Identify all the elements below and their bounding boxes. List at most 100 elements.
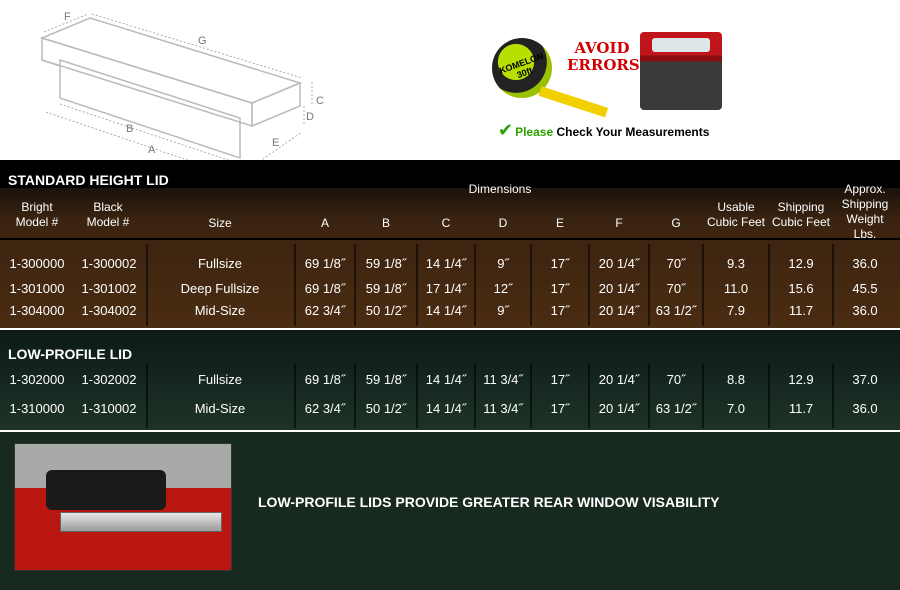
table-cell: 11.0 (723, 281, 749, 296)
table-cell: Deep Fullsize (180, 281, 260, 296)
column-separator (702, 364, 704, 428)
standard-height-table: STANDARD HEIGHT LID Dimensions Bright Mo… (0, 160, 900, 328)
toolbox-dimension-diagram: F G B A C D E (39, 11, 324, 185)
table-cell: 70˝ (666, 256, 686, 271)
header-g: G (671, 216, 681, 230)
table-cell: 59 1/8˝ (365, 256, 407, 271)
table-cell: 50 1/2˝ (365, 303, 407, 318)
column-separator (588, 364, 590, 428)
table-cell: 9˝ (497, 256, 509, 271)
table-cell: 17˝ (550, 372, 570, 387)
header-size: Size (208, 216, 232, 230)
table-cell: 12˝ (493, 281, 513, 296)
column-separator (354, 364, 356, 428)
header-e: E (555, 216, 564, 230)
table-cell: 1-310000 (9, 401, 65, 416)
table-cell: 8.8 (726, 372, 746, 387)
column-separator (648, 364, 650, 428)
table-cell: 20 1/4˝ (598, 401, 640, 416)
table-cell: 9.3 (726, 256, 746, 271)
column-separator (146, 244, 148, 326)
table-cell: 62 3/4˝ (304, 303, 346, 318)
table-cell: 50 1/2˝ (365, 401, 407, 416)
table-cell: 14 1/4˝ (425, 372, 467, 387)
table-cell: 17˝ (550, 256, 570, 271)
header-b: B (381, 216, 390, 230)
table-cell: 20 1/4˝ (598, 372, 640, 387)
column-separator (146, 364, 148, 428)
table-cell: 1-304000 (9, 303, 65, 318)
check-measurements-text: ✔Please Check Your Measurements (498, 120, 710, 140)
table-cell: 11 3/4˝ (483, 372, 523, 387)
header-shipping-cubic-feet: Shipping Cubic Feet (771, 200, 831, 229)
truck-window-icon (652, 38, 710, 52)
table-cell: 70˝ (666, 372, 686, 387)
table-cell: 20 1/4˝ (598, 303, 640, 318)
table-cell: Fullsize (197, 256, 243, 271)
label-a: A (148, 144, 156, 156)
header-f: F (615, 216, 623, 230)
header-a: A (320, 216, 329, 230)
table-cell: 1-301000 (9, 281, 65, 296)
low-profile-toolbox-icon (60, 512, 222, 532)
truck-rear-window-icon (46, 470, 166, 510)
header-bright-model: Bright Model # (15, 200, 59, 229)
table-cell: 59 1/8˝ (365, 281, 407, 296)
low-profile-title: LOW-PROFILE LID (8, 346, 133, 362)
column-separator (832, 244, 834, 326)
table-cell: 12.9 (788, 256, 814, 271)
table-cell: 36.0 (852, 401, 878, 416)
table-cell: 1-302000 (9, 372, 65, 387)
table-cell: 11.7 (788, 401, 814, 416)
column-separator (832, 364, 834, 428)
tape-strip-icon (538, 86, 609, 118)
column-separator (416, 364, 418, 428)
label-b: B (126, 123, 133, 135)
checkmark-icon: ✔ (498, 120, 514, 140)
column-separator (648, 244, 650, 326)
label-d: D (306, 111, 314, 123)
measurement-promo: KOMELON 30ft AVOID ERRORS ✔Please Check … (492, 28, 732, 146)
table-cell: 45.5 (852, 281, 878, 296)
table-cell: Fullsize (197, 372, 243, 387)
table-cell: 15.6 (788, 281, 814, 296)
table-cell: 1-300002 (81, 256, 137, 271)
table-cell: 69 1/8˝ (304, 256, 346, 271)
label-c: C (316, 95, 324, 107)
rear-window-caption: LOW-PROFILE LIDS PROVIDE GREATER REAR WI… (258, 494, 720, 510)
table-cell: 63 1/2˝ (655, 303, 697, 318)
table-cell: 70˝ (666, 281, 686, 296)
column-separator (530, 364, 532, 428)
table-cell: 14 1/4˝ (425, 303, 467, 318)
table-cell: 17˝ (550, 303, 570, 318)
table-cell: 20 1/4˝ (598, 256, 640, 271)
dimensions-header: Dimensions (468, 182, 532, 196)
header-shipping-weight: Approx. Shipping Weight Lbs. (841, 182, 889, 241)
column-separator (768, 244, 770, 326)
table-cell: 7.0 (726, 401, 746, 416)
header-black-model: Black Model # (86, 200, 130, 229)
table-cell: 7.9 (726, 303, 746, 318)
table-cell: 20 1/4˝ (598, 281, 640, 296)
table-cell: 17˝ (550, 401, 570, 416)
table-cell: 14 1/4˝ (425, 256, 467, 271)
table-cell: 69 1/8˝ (304, 372, 346, 387)
table-cell: 36.0 (852, 303, 878, 318)
table-cell: 37.0 (852, 372, 878, 387)
column-separator (294, 364, 296, 428)
header-usable-cubic-feet: Usable Cubic Feet (706, 200, 766, 229)
table-cell: 59 1/8˝ (365, 372, 407, 387)
table-cell: 63 1/2˝ (655, 401, 697, 416)
table-cell: 69 1/8˝ (304, 281, 346, 296)
table-cell: 36.0 (852, 256, 878, 271)
label-e: E (272, 137, 279, 149)
label-g: G (198, 35, 207, 47)
column-separator (474, 244, 476, 326)
column-separator (354, 244, 356, 326)
header-c: C (441, 216, 451, 230)
table-cell: Mid-Size (194, 303, 246, 318)
avoid-errors-text: AVOID ERRORS (567, 39, 640, 74)
table-cell: 1-304002 (81, 303, 137, 318)
table-cell: 11 3/4˝ (483, 401, 523, 416)
column-separator (768, 364, 770, 428)
